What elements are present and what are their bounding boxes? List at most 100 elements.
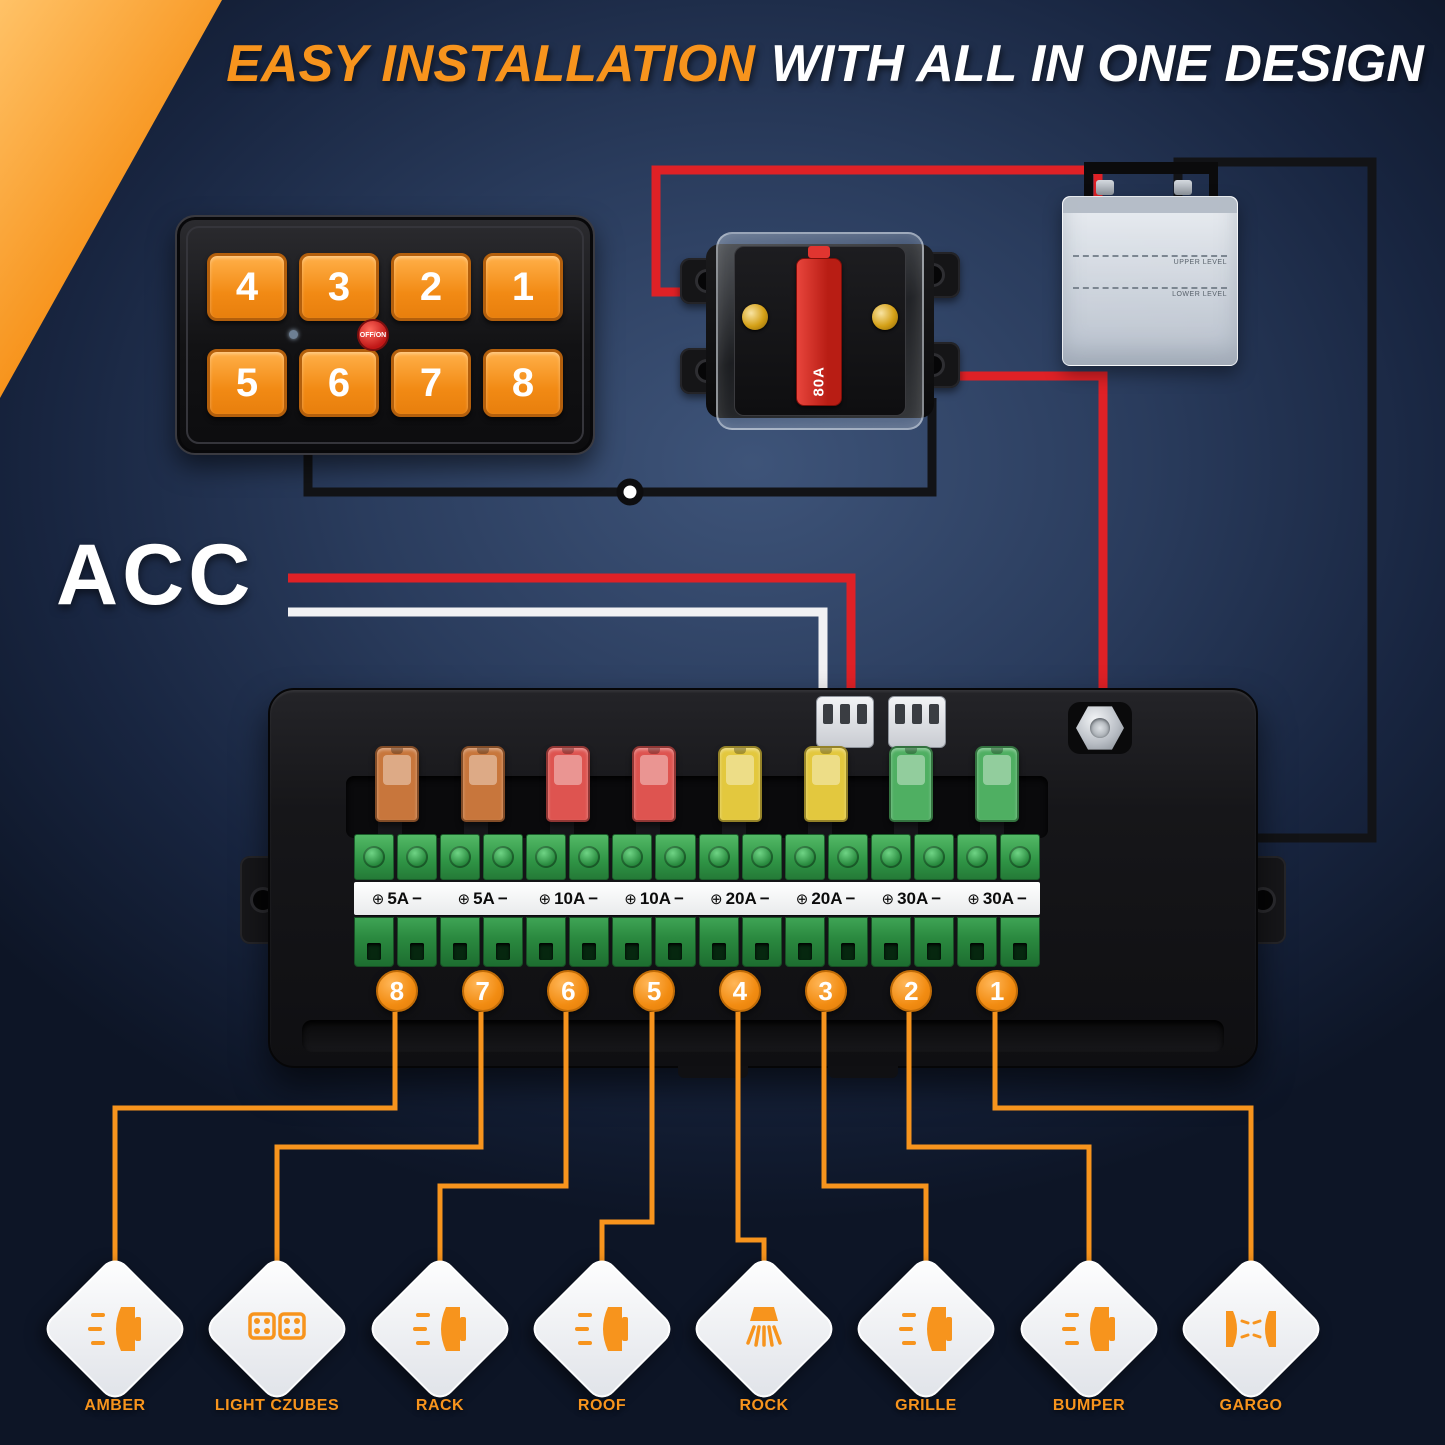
- terminal-port-10[interactable]: [741, 917, 782, 967]
- cube-lights-icon: [245, 1297, 309, 1361]
- plus-terminal-icon: ⊕: [881, 890, 895, 908]
- input-connector-1[interactable]: [816, 696, 874, 748]
- terminal-screw-7[interactable]: [612, 834, 653, 880]
- terminal-port-16[interactable]: [999, 917, 1040, 967]
- channel-number-4: 4: [718, 970, 761, 1012]
- terminal-screw-5[interactable]: [526, 834, 567, 880]
- panel-button-2[interactable]: 2: [391, 253, 471, 321]
- terminal-screw-13[interactable]: [870, 834, 911, 880]
- terminal-port-12[interactable]: [827, 917, 868, 967]
- terminal-screw-12[interactable]: [827, 834, 868, 880]
- breaker-reset-lever[interactable]: 80A: [796, 258, 842, 406]
- amp-rating-text: 5A: [473, 888, 495, 908]
- panel-button-3[interactable]: 3: [299, 253, 379, 321]
- mount-hole-icon: [1253, 890, 1273, 910]
- terminal-port-14[interactable]: [913, 917, 954, 967]
- breaker-reset-button[interactable]: [808, 246, 830, 258]
- load-label: GRILLE: [895, 1397, 957, 1414]
- plus-terminal-icon: ⊕: [371, 890, 385, 908]
- terminal-port-3[interactable]: [440, 917, 481, 967]
- terminal-port-13[interactable]: [870, 917, 911, 967]
- channel-number-6: 6: [547, 970, 590, 1012]
- terminal-screw-9[interactable]: [698, 834, 739, 880]
- terminal-port-5[interactable]: [526, 917, 567, 967]
- minus-terminal-icon: −: [674, 888, 684, 908]
- power-stud[interactable]: [1064, 696, 1136, 760]
- terminal-screw-2[interactable]: [397, 834, 438, 880]
- pin-slot-icon: [912, 704, 922, 724]
- panel-button-7[interactable]: 7: [391, 349, 471, 417]
- terminal-screw-14[interactable]: [913, 834, 954, 880]
- amp-rating-text: 5A: [387, 888, 410, 908]
- control-box-body: ⊕5A−⊕5A−⊕10A−⊕10A−⊕20A−⊕20A−⊕30A−⊕30A− 8…: [268, 688, 1258, 1068]
- terminal-screw-4[interactable]: [483, 834, 524, 880]
- pod-light-icon: [894, 1297, 958, 1361]
- panel-offon-button[interactable]: OFF/ON: [357, 319, 389, 351]
- pod-light-icon: [408, 1297, 472, 1361]
- terminal-port-8[interactable]: [655, 917, 696, 967]
- panel-button-8[interactable]: 8: [483, 349, 563, 417]
- terminal-screw-1[interactable]: [354, 834, 395, 880]
- load-rock: ROCK: [689, 1245, 839, 1445]
- amp-rating-text: 20A: [811, 888, 843, 908]
- terminal-port-9[interactable]: [698, 917, 739, 967]
- fuse-3-10a: [546, 746, 591, 822]
- battery-negative-terminal: [1174, 180, 1192, 195]
- terminal-screw-10[interactable]: [741, 834, 782, 880]
- load-roof: ROOF: [527, 1245, 677, 1445]
- panel-led-icon: [289, 330, 298, 339]
- circuit-breaker: 80A: [680, 232, 960, 430]
- stud-cap: [1090, 718, 1110, 738]
- panel-button-6[interactable]: 6: [299, 349, 379, 417]
- fuse-6-20a: [803, 746, 848, 822]
- terminal-port-15[interactable]: [956, 917, 997, 967]
- channel-number-7: 7: [461, 970, 504, 1012]
- box-groove: [302, 1020, 1224, 1052]
- channel-amp-label-1: ⊕5A−: [354, 889, 440, 909]
- minus-terminal-icon: −: [497, 888, 508, 908]
- minus-terminal-icon: −: [845, 888, 856, 908]
- minus-terminal-icon: −: [1017, 888, 1027, 908]
- fuse-8-30a: [975, 746, 1020, 822]
- wire-bullet-connector: [616, 478, 644, 506]
- amp-rating-text: 10A: [554, 888, 586, 908]
- breaker-terminal-screw: [742, 304, 768, 330]
- terminal-screw-6[interactable]: [569, 834, 610, 880]
- terminal-port-7[interactable]: [612, 917, 653, 967]
- plus-terminal-icon: ⊕: [967, 890, 980, 908]
- terminal-port-row: [354, 917, 1040, 967]
- terminal-screw-16[interactable]: [999, 834, 1040, 880]
- battery-bracket: [1084, 162, 1218, 174]
- amp-rating-text: 10A: [639, 888, 672, 908]
- fuse-1-5a: [374, 746, 419, 822]
- channel-amp-label-8: ⊕30A−: [954, 889, 1040, 909]
- pod-light-icon: [570, 1297, 634, 1361]
- wire-breaker-to-box: [946, 371, 1108, 724]
- terminal-port-4[interactable]: [483, 917, 524, 967]
- terminal-screw-8[interactable]: [655, 834, 696, 880]
- load-gargo: GARGO: [1176, 1245, 1326, 1445]
- plus-terminal-icon: ⊕: [710, 890, 723, 908]
- terminal-port-11[interactable]: [784, 917, 825, 967]
- channel-amp-label-2: ⊕5A−: [440, 889, 526, 909]
- channel-amp-label-6: ⊕20A−: [783, 889, 869, 909]
- panel-button-5[interactable]: 5: [207, 349, 287, 417]
- terminal-screw-15[interactable]: [956, 834, 997, 880]
- terminal-port-1[interactable]: [354, 917, 395, 967]
- minus-terminal-icon: −: [759, 888, 770, 908]
- terminal-port-2[interactable]: [397, 917, 438, 967]
- channel-amp-label-3: ⊕10A−: [526, 889, 612, 909]
- panel-button-1[interactable]: 1: [483, 253, 563, 321]
- terminal-screw-11[interactable]: [784, 834, 825, 880]
- input-connector-2[interactable]: [888, 696, 946, 748]
- channel-number-5: 5: [633, 970, 676, 1012]
- battery-positive-terminal: [1096, 180, 1114, 195]
- minus-terminal-icon: −: [412, 888, 422, 908]
- acc-label: ACC: [56, 527, 255, 623]
- terminal-port-6[interactable]: [569, 917, 610, 967]
- load-label: ROCK: [739, 1397, 789, 1414]
- channel-number-3: 3: [804, 970, 847, 1012]
- pod-light-icon: [1057, 1297, 1121, 1361]
- terminal-screw-3[interactable]: [440, 834, 481, 880]
- panel-button-4[interactable]: 4: [207, 253, 287, 321]
